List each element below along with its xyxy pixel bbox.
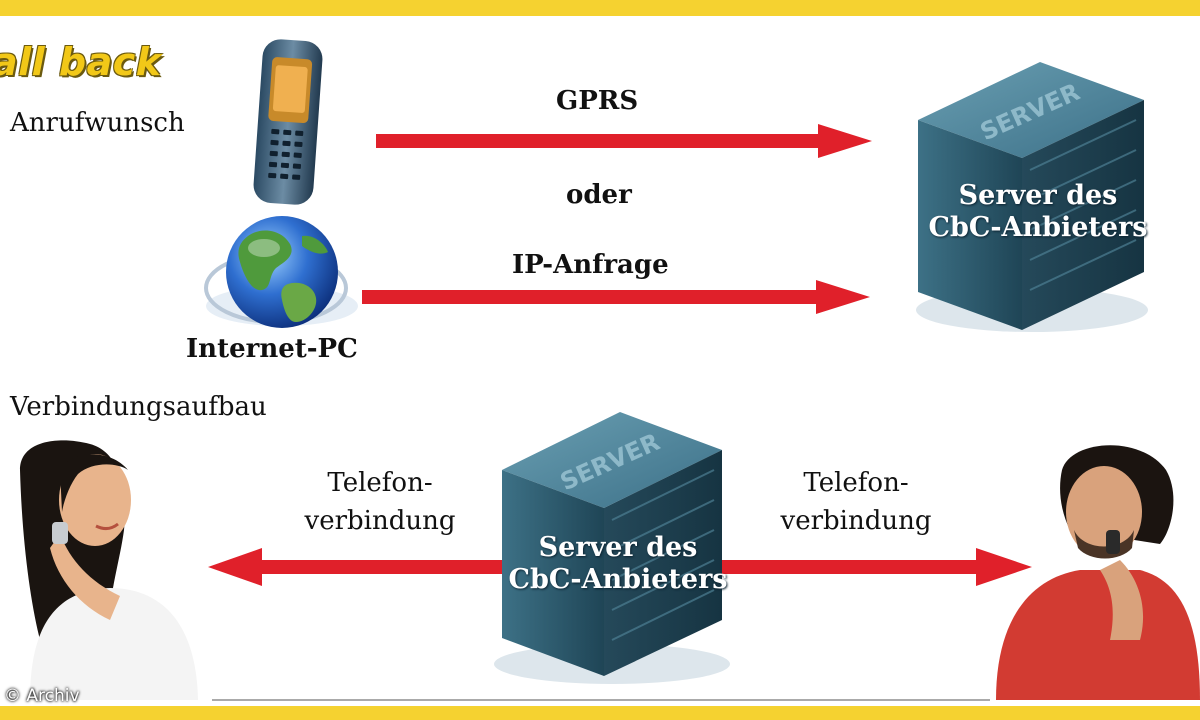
server-top-caption: Server des CbC-Anbieters: [928, 180, 1148, 244]
server-bottom-caption: Server des CbC-Anbieters: [506, 532, 730, 596]
server-top-line1: Server des: [958, 180, 1118, 211]
man-on-phone-icon: [996, 445, 1200, 700]
image-credit: © Archiv: [4, 686, 80, 706]
globe-icon: [204, 216, 358, 328]
arrow-ip: [362, 280, 870, 314]
mobile-phone-icon: [253, 39, 323, 205]
ip-request-label: IP-Anfrage: [512, 250, 669, 280]
internet-pc-label: Internet-PC: [186, 334, 358, 364]
right-connection-label: Telefon- verbindung: [746, 464, 966, 540]
right-connection-line2: verbindung: [780, 506, 932, 536]
server-bottom-line1: Server des: [538, 532, 698, 563]
bottom-accent-bar: [0, 706, 1200, 720]
oder-label: oder: [566, 180, 632, 210]
top-accent-bar: [0, 0, 1200, 16]
arrow-right-connection: [722, 548, 1032, 586]
right-connection-line1: Telefon-: [803, 468, 909, 498]
left-connection-line2: verbindung: [304, 506, 456, 536]
woman-on-phone-icon: [20, 440, 198, 700]
server-top-line2: CbC-Anbieters: [928, 212, 1148, 243]
arrow-left-connection: [208, 548, 504, 586]
gprs-label: GPRS: [556, 86, 639, 116]
arrow-gprs: [376, 124, 872, 158]
section-label-verbindungsaufbau: Verbindungsaufbau: [10, 392, 267, 422]
left-connection-line1: Telefon-: [327, 468, 433, 498]
server-top-icon: SERVER: [916, 62, 1148, 332]
server-bottom-icon: SERVER: [494, 412, 730, 684]
section-label-anrufwunsch: Anrufwunsch: [10, 108, 185, 138]
diagram-title: all back: [0, 40, 162, 84]
left-connection-label: Telefon- verbindung: [270, 464, 490, 540]
server-bottom-line2: CbC-Anbieters: [508, 564, 728, 595]
